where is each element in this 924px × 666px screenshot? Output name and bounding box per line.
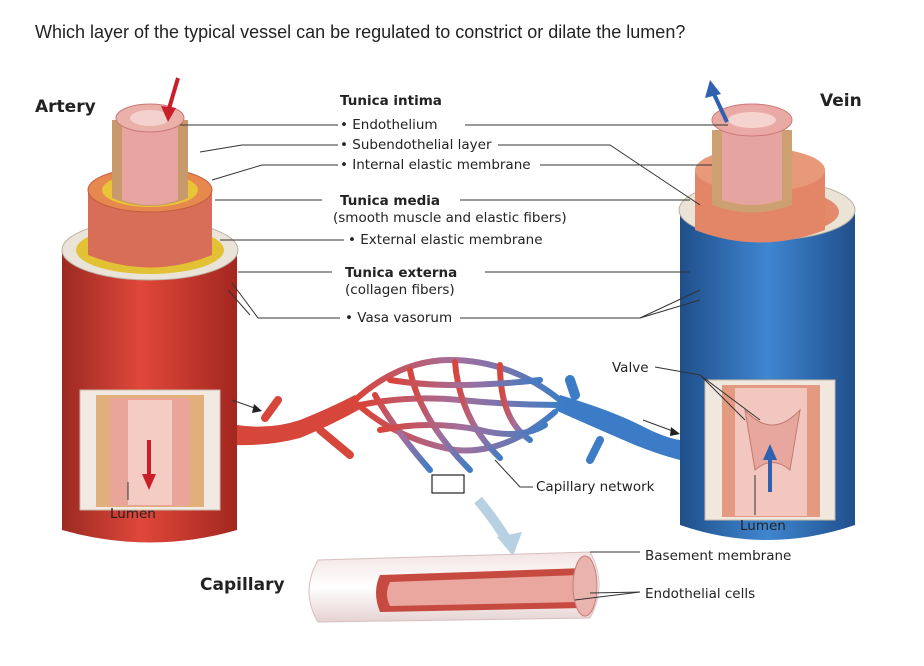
tunica-media-title: Tunica media (340, 193, 440, 209)
endothelial-cells-label: Endothelial cells (645, 586, 755, 602)
tunica-media-item-external-elastic: • External elastic membrane (348, 232, 543, 248)
tunica-externa-item-vasa-vasorum: • Vasa vasorum (345, 310, 452, 326)
tunica-intima-item-subendothelial: • Subendothelial layer (340, 137, 492, 153)
vein-illustration (678, 80, 856, 540)
question-text: Which layer of the typical vessel can be… (35, 22, 686, 42)
artery-illustration (61, 77, 239, 543)
tunica-externa-subtitle: (collagen fibers) (345, 282, 455, 298)
vein-lumen-label: Lumen (740, 518, 786, 534)
tunica-intima-title: Tunica intima (340, 93, 442, 109)
capillary-title: Capillary (200, 575, 285, 595)
tunica-intima-item-endothelium: • Endothelium (340, 117, 438, 133)
capillary-illustration (308, 551, 600, 623)
basement-membrane-label: Basement membrane (645, 548, 791, 564)
tunica-externa-title: Tunica externa (345, 265, 457, 281)
artery-lumen-label: Lumen (110, 506, 156, 522)
capillary-network-label: Capillary network (536, 479, 655, 495)
tunica-intima-item-internal-elastic: • Internal elastic membrane (340, 157, 531, 173)
leader-lines (127, 124, 761, 601)
valve-label: Valve (612, 360, 649, 376)
capillary-network-illustration (231, 356, 680, 556)
artery-title: Artery (35, 97, 96, 117)
tunica-media-subtitle: (smooth muscle and elastic fibers) (333, 210, 567, 226)
vein-title: Vein (820, 91, 862, 111)
